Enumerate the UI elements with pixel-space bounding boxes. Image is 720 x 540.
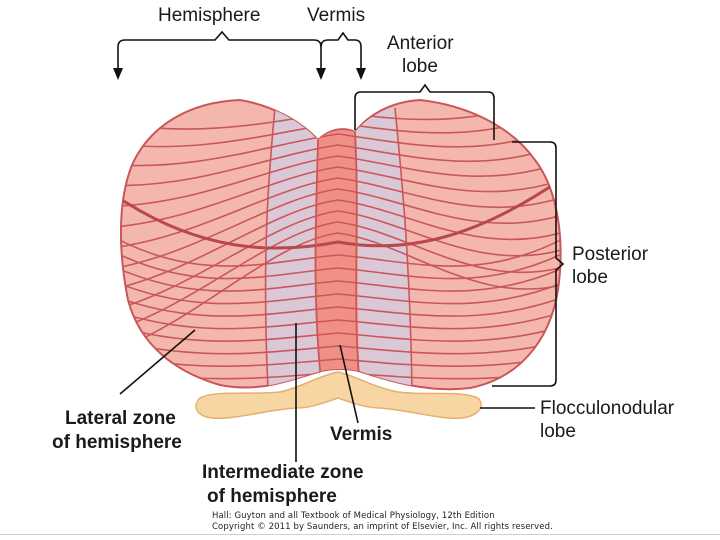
lateral-pointer bbox=[119, 329, 196, 395]
label-anterior-lobe: lobe bbox=[402, 56, 438, 77]
primary-fissure bbox=[121, 178, 561, 250]
folium-line-6 bbox=[120, 177, 561, 249]
top-brackets bbox=[117, 30, 362, 55]
folium-line-19 bbox=[120, 338, 561, 355]
vermis-pointer bbox=[339, 344, 359, 424]
folium-line-5 bbox=[120, 166, 561, 229]
folium-line-7 bbox=[120, 188, 561, 270]
folium-line-3 bbox=[120, 141, 561, 187]
bottom-divider bbox=[0, 534, 720, 535]
label-anterior: Anterior bbox=[387, 33, 454, 54]
label-posterior: Posterior bbox=[572, 244, 649, 265]
folium-line-15 bbox=[120, 279, 561, 305]
label-intermediate-zone: Intermediate zone bbox=[202, 462, 364, 483]
vermis-strip bbox=[315, 130, 360, 390]
label-hemisphere: Hemisphere bbox=[158, 5, 261, 26]
label-flocculonodular: Flocculonodular bbox=[540, 398, 675, 419]
credit-line-1: Hall: Guyton and all Textbook of Medical… bbox=[212, 511, 495, 521]
label-vermis-bottom: Vermis bbox=[330, 424, 393, 445]
folium-line-12 bbox=[120, 234, 561, 267]
folium-line-16 bbox=[120, 293, 561, 317]
folium-line-20 bbox=[120, 353, 561, 367]
posterior-bracket bbox=[492, 141, 565, 387]
label-flocculonodular-lobe: lobe bbox=[540, 421, 576, 442]
label-posterior-lobe: lobe bbox=[572, 267, 608, 288]
anterior-bracket bbox=[354, 83, 495, 140]
label-vermis-top: Vermis bbox=[307, 5, 366, 26]
folium-line-18 bbox=[120, 323, 561, 342]
label-lateral-zone: Lateral zone bbox=[65, 408, 176, 429]
credit-line-2: Copyright © 2011 by Saunders, an imprint… bbox=[212, 522, 553, 532]
folium-line-9 bbox=[120, 210, 561, 312]
flocculonodular-lobe bbox=[195, 371, 482, 420]
label-lateral-zone-2: of hemisphere bbox=[52, 432, 182, 453]
folium-line-2 bbox=[120, 123, 561, 167]
label-intermediate-zone-2: of hemisphere bbox=[207, 486, 337, 507]
folium-line-13 bbox=[120, 249, 561, 280]
folium-line-11 bbox=[120, 232, 561, 354]
folium-line-4 bbox=[120, 155, 561, 208]
folium-line-14 bbox=[120, 264, 561, 292]
folium-line-17 bbox=[120, 308, 561, 330]
folium-line-10 bbox=[120, 221, 561, 333]
